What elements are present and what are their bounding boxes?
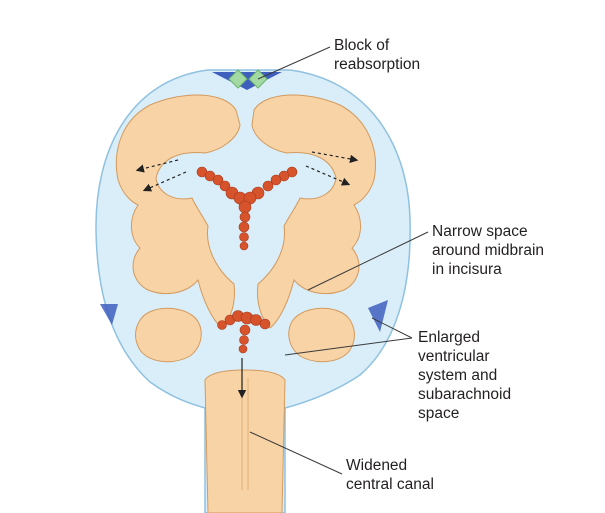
- label-block-of-reabsorption: Block of reabsorption: [334, 37, 421, 73]
- right-hemisphere: [251, 94, 376, 329]
- choroid-plexus-lower: [217, 310, 271, 354]
- leader-lines: [249, 46, 429, 475]
- right-lateral-sinus: [368, 300, 388, 332]
- left-hemisphere: [115, 94, 241, 329]
- left-lower-lobe: [135, 307, 202, 363]
- choroid-plexus-upper: [196, 166, 298, 251]
- label-narrow-space: Narrow space around midbrain in incisura: [432, 223, 545, 278]
- expansion-arrows: [135, 151, 359, 192]
- label-enlarged-ventricular-system: Enlarged ventricular system and subarach…: [418, 329, 512, 422]
- spinal-cord: [204, 369, 286, 513]
- label-widened-central-canal: Widened central canal: [346, 457, 434, 493]
- arachnoid-granulation: [228, 69, 248, 89]
- subarachnoid-space: [95, 69, 411, 513]
- left-lateral-sinus: [100, 304, 118, 325]
